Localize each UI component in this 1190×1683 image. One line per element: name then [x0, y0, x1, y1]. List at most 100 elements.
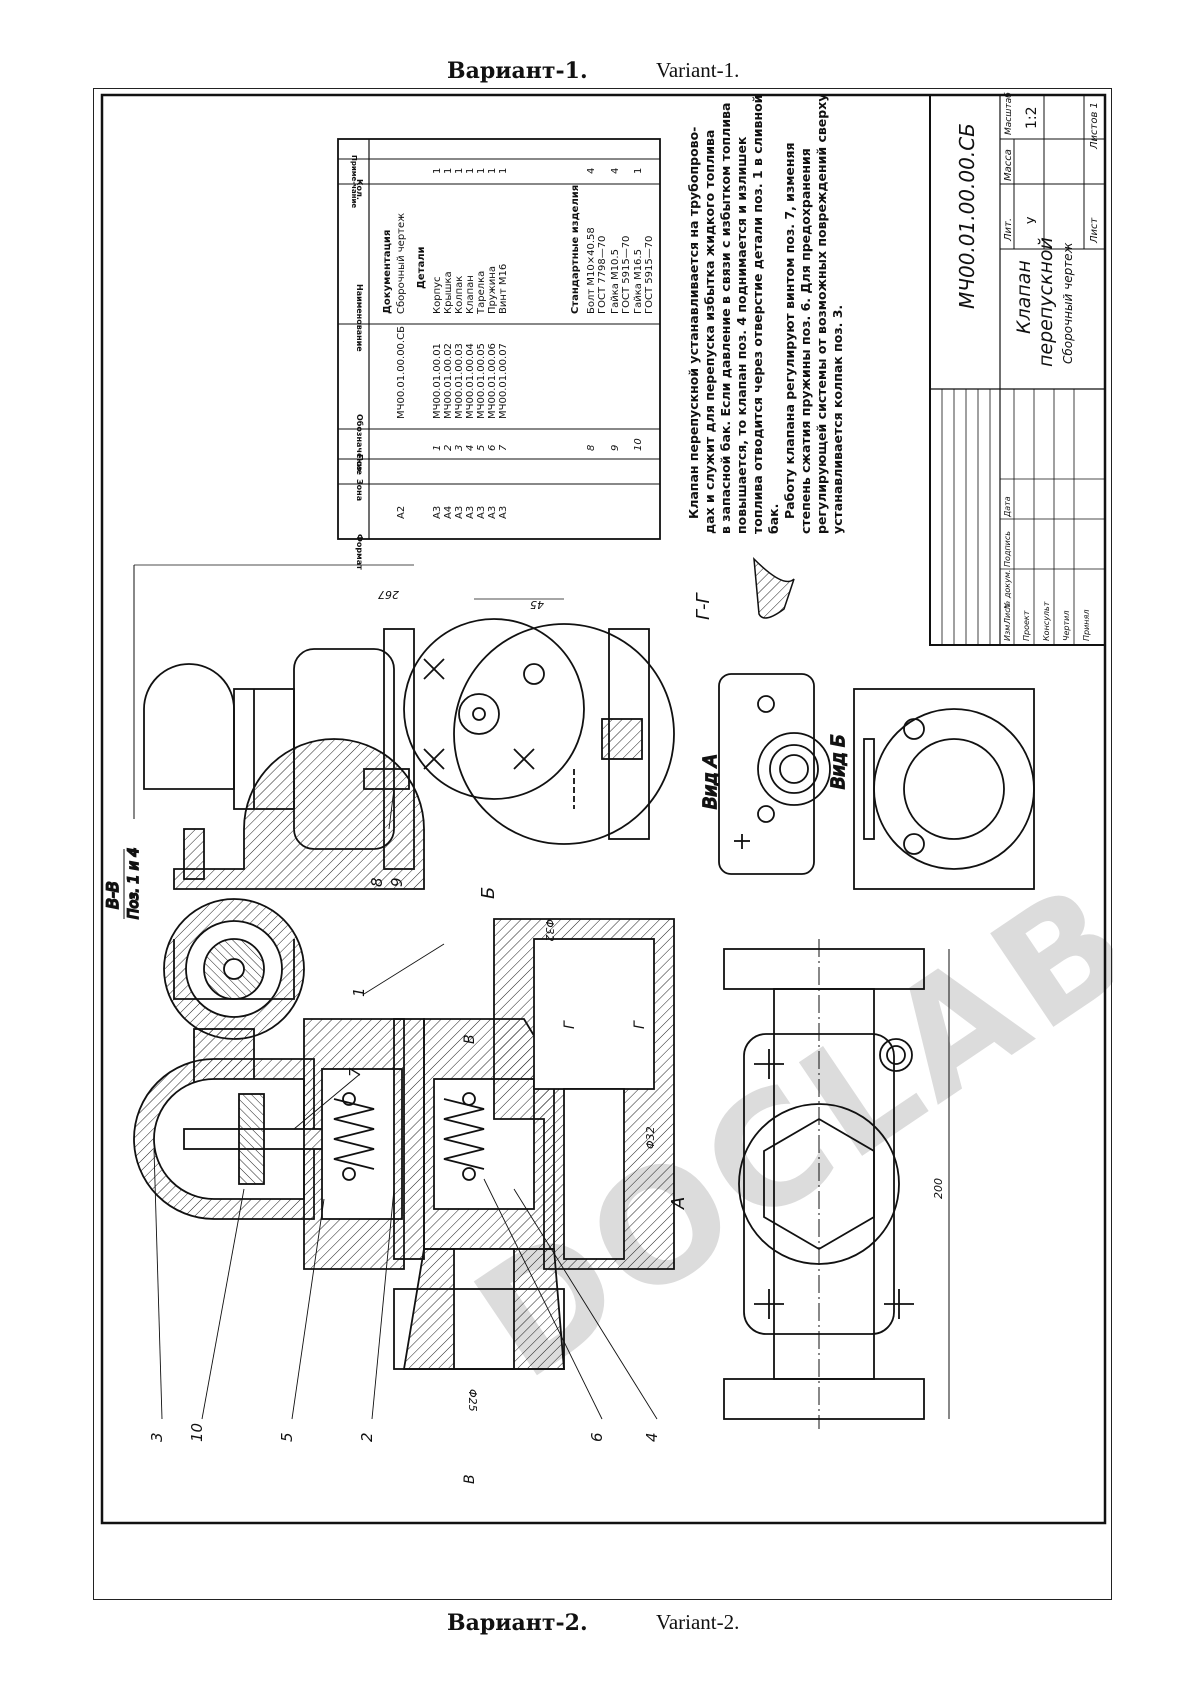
section-gg: Г-Г: [693, 557, 795, 620]
svg-text:А3: А3: [432, 506, 443, 519]
svg-text:Консульт: Консульт: [1042, 601, 1051, 641]
svg-text:1: 1: [432, 168, 443, 174]
svg-text:1: 1: [454, 168, 465, 174]
title-scale-label: Масштаб: [1004, 92, 1014, 135]
svg-text:200: 200: [932, 1178, 945, 1199]
description-text: Клапан перепускной устанавливается на тр…: [686, 94, 845, 534]
svg-text:4: 4: [465, 445, 476, 451]
svg-text:топлива отводится через отверс: топлива отводится через отверстие детали…: [750, 95, 765, 534]
svg-text:Вид А: Вид А: [700, 754, 721, 809]
svg-text:1: 1: [443, 168, 454, 174]
svg-text:Приме-чание: Приме-чание: [350, 155, 358, 208]
svg-text:А4: А4: [443, 506, 454, 519]
svg-text:МЧ00.01.00.02: МЧ00.01.00.02: [443, 343, 454, 419]
svg-text:Наименование: Наименование: [355, 284, 364, 352]
title-name-2: перепускной: [1035, 237, 1057, 367]
title-sheet-label: Лист: [1089, 216, 1100, 244]
svg-text:В: В: [462, 1034, 478, 1044]
svg-text:Б: Б: [478, 887, 499, 899]
title-mass-label: Масса: [1003, 149, 1014, 181]
title-name-1: Клапан: [1013, 260, 1035, 334]
svg-text:8: 8: [586, 445, 597, 451]
svg-text:Г-Г: Г-Г: [693, 591, 714, 620]
svg-text:ГОСТ 7798—70: ГОСТ 7798—70: [597, 236, 608, 314]
svg-text:дах и служит для перепуска изб: дах и служит для перепуска избытка жидко…: [702, 130, 717, 534]
svg-text:Детали: Детали: [416, 246, 427, 289]
svg-text:Документация: Документация: [382, 230, 393, 314]
svg-text:Лист: Лист: [1003, 603, 1012, 625]
svg-text:Обозначение: Обозначение: [355, 414, 365, 476]
svg-text:4: 4: [586, 168, 597, 174]
main-dims: Φ32 Φ32 Φ25 Б А В В Г Г: [462, 887, 689, 1484]
svg-text:А3: А3: [465, 506, 476, 519]
svg-text:1: 1: [476, 168, 487, 174]
svg-text:Винт М16: Винт М16: [498, 264, 509, 314]
svg-text:Гайка М10.5: Гайка М10.5: [610, 249, 621, 314]
svg-text:Поз. 1 и 4: Поз. 1 и 4: [126, 848, 142, 919]
svg-text:1: 1: [465, 168, 476, 174]
caption-variant-1-latin: Variant-1.: [656, 58, 740, 82]
svg-text:№ докум.: № докум.: [1003, 570, 1012, 610]
svg-text:повышается, то клапан поз. 4 п: повышается, то клапан поз. 4 поднимается…: [734, 136, 749, 534]
svg-text:1: 1: [350, 987, 368, 997]
spec-table: Формат Зона Поз. Обозначение Наименовани…: [337, 138, 661, 570]
svg-text:Тарелка: Тарелка: [476, 271, 487, 315]
svg-text:МЧ00.01.00.01: МЧ00.01.00.01: [432, 343, 443, 419]
svg-text:Болт М10×40.58: Болт М10×40.58: [586, 227, 597, 314]
svg-text:в запасной бак. Если давление: в запасной бак. Если давление в связи с …: [718, 103, 733, 534]
caption-variant-2: Вариант-2.: [447, 1610, 588, 1636]
svg-text:3: 3: [148, 1432, 166, 1442]
svg-text:Клапан перепускной устанавлива: Клапан перепускной устанавливается на тр…: [686, 127, 701, 519]
dimension-267: 267: [133, 564, 414, 819]
svg-text:Формат: Формат: [355, 534, 364, 570]
title-sheets-label: Листов 1: [1089, 102, 1100, 150]
view-a: Вид А: [699, 673, 831, 875]
svg-text:1: 1: [498, 168, 509, 174]
assembly-drawing: МЧ00.01.00.00.СБ Клапан перепускной Сбор…: [100, 92, 1190, 1525]
svg-text:5: 5: [476, 445, 487, 451]
svg-text:Φ32: Φ32: [644, 1126, 657, 1149]
svg-text:МЧ00.01.00.04: МЧ00.01.00.04: [465, 343, 476, 419]
svg-text:Проект: Проект: [1022, 610, 1031, 641]
svg-text:Пружина: Пружина: [487, 266, 498, 314]
leader-lines: [153, 788, 658, 1420]
svg-text:10: 10: [188, 1423, 206, 1442]
main-section: [133, 918, 675, 1370]
section-vv: В-В Поз. 1 и 4: [102, 738, 425, 1090]
drawing-sheet: МЧ00.01.00.00.СБ Клапан перепускной Сбор…: [93, 88, 1190, 1600]
title-lit-label: Лит.: [1003, 218, 1014, 242]
svg-text:А2: А2: [396, 506, 407, 519]
view-b: Вид Б: [827, 688, 1035, 890]
title-doc-type: Сборочный чертеж: [1061, 242, 1075, 364]
title-scale-value: 1:2: [1024, 106, 1040, 129]
svg-text:Г: Г: [562, 1020, 578, 1029]
svg-text:Г: Г: [632, 1020, 648, 1029]
svg-text:степень сжатия пружины поз. 6.: степень сжатия пружины поз. 6. Для предо…: [798, 148, 813, 534]
title-block: МЧ00.01.00.00.СБ Клапан перепускной Сбор…: [929, 92, 1106, 646]
leader-labels: 1 2 3 4 5 6 7 8 9 10: [148, 877, 661, 1442]
svg-text:Вид Б: Вид Б: [828, 734, 849, 789]
svg-text:6: 6: [487, 445, 498, 451]
svg-text:Стандартные изделия: Стандартные изделия: [570, 185, 581, 314]
svg-text:Колпак: Колпак: [454, 276, 465, 314]
svg-text:Работу клапана регулируют винт: Работу клапана регулируют винтом поз. 7,…: [782, 142, 797, 519]
svg-text:4: 4: [643, 1432, 661, 1442]
svg-text:10: 10: [633, 438, 644, 451]
svg-text:В: В: [462, 1474, 478, 1484]
svg-text:Кол.: Кол.: [355, 179, 364, 200]
svg-text:Изм.: Изм.: [1003, 622, 1012, 641]
title-lit-value: У: [1025, 216, 1039, 224]
svg-text:А3: А3: [476, 506, 487, 519]
dimension-45: 45: [474, 598, 564, 611]
svg-text:МЧ00.01.00.07: МЧ00.01.00.07: [498, 343, 509, 419]
svg-text:45: 45: [530, 598, 544, 611]
svg-text:МЧ00.01.00.06: МЧ00.01.00.06: [487, 343, 498, 419]
svg-text:7: 7: [498, 444, 509, 451]
svg-text:ГОСТ 5915—70: ГОСТ 5915—70: [621, 236, 632, 314]
svg-text:267: 267: [378, 588, 399, 601]
svg-text:7: 7: [346, 1067, 364, 1077]
svg-text:2: 2: [358, 1432, 376, 1442]
svg-text:устанавливается колпак поз. 3.: устанавливается колпак поз. 3.: [830, 305, 845, 534]
svg-text:5: 5: [278, 1432, 296, 1442]
svg-text:А: А: [668, 1197, 689, 1210]
